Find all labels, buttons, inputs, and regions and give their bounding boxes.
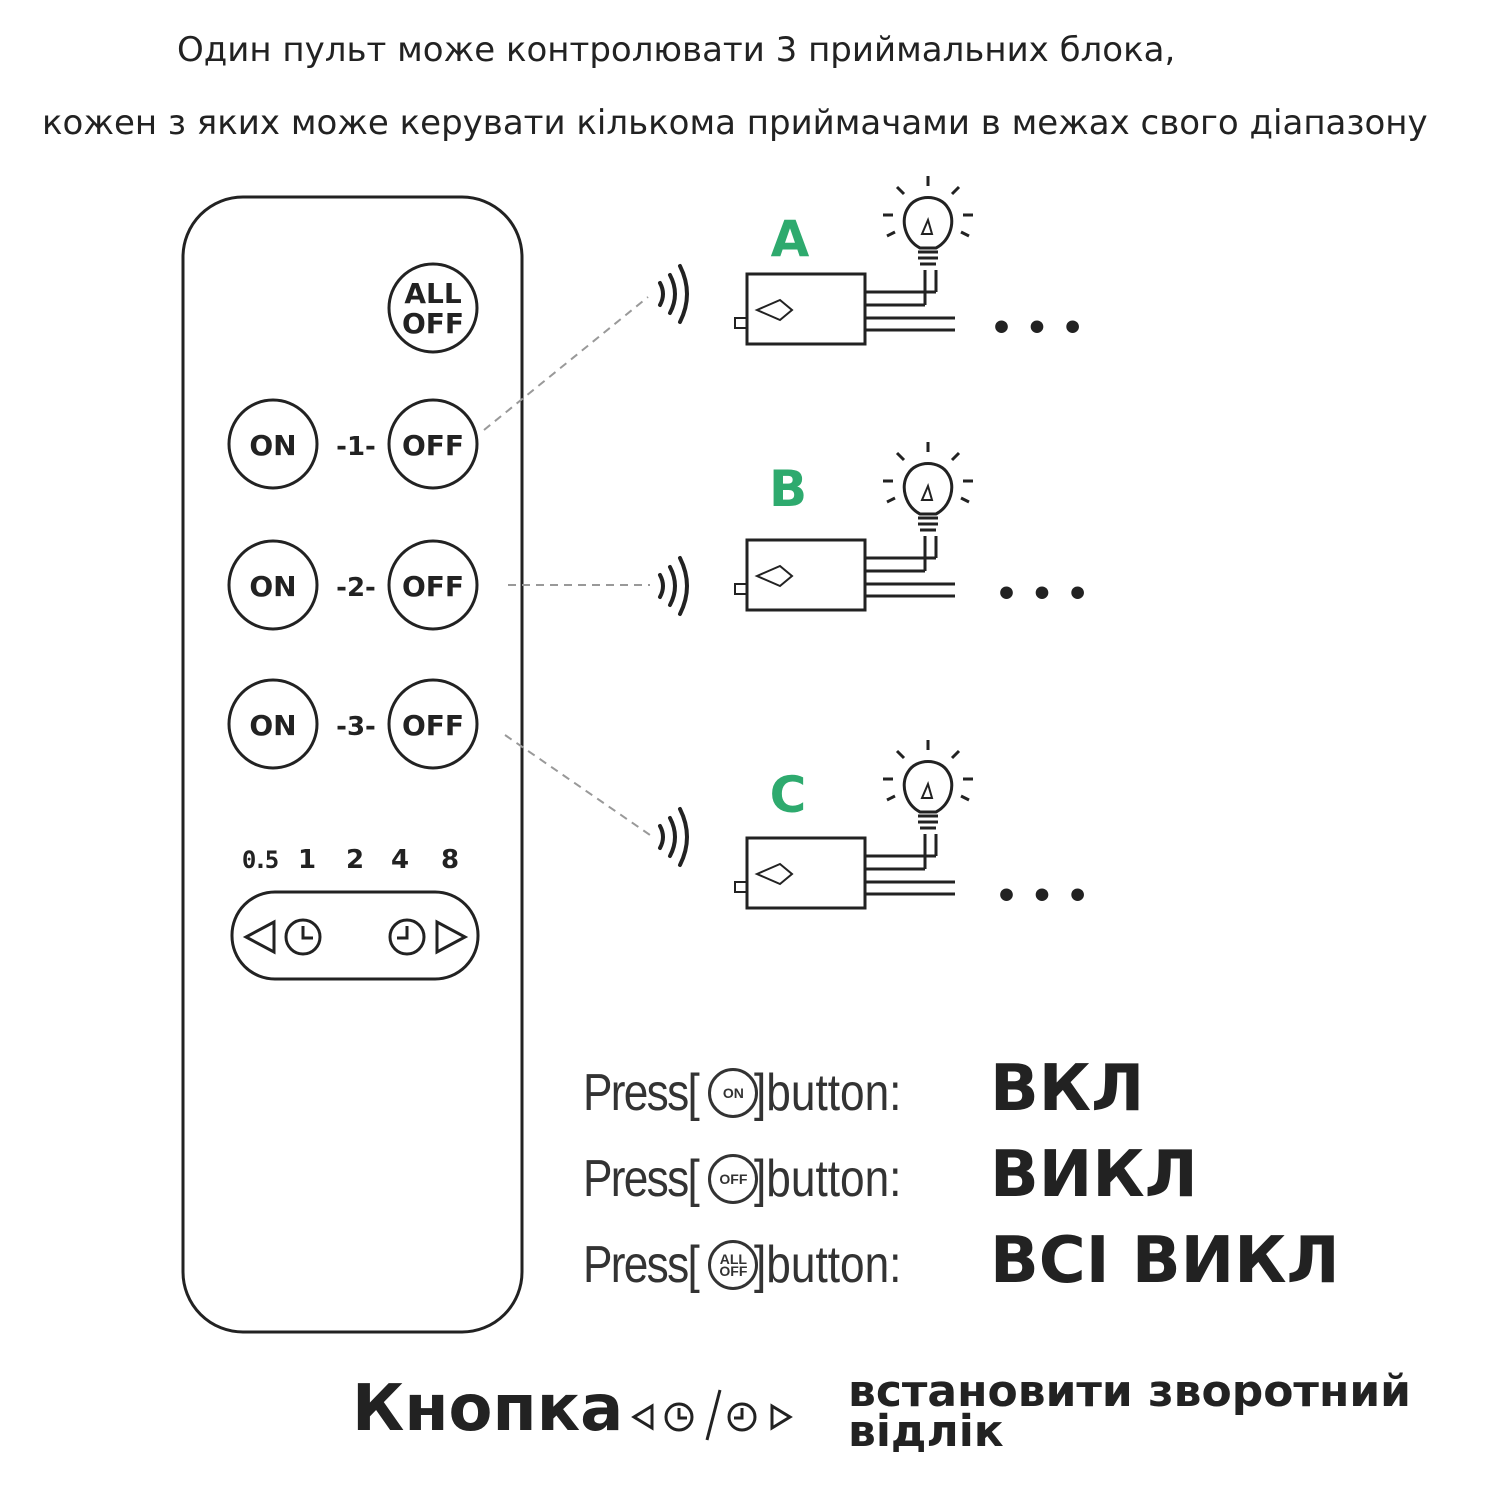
off-button-icon: OFF (708, 1154, 759, 1204)
receiver-a-more: • • • (990, 308, 1084, 349)
signal-line-c (504, 734, 651, 836)
channel-2-row: ON -2- OFF (227, 539, 479, 631)
all-off-button-icon: ALL OFF (708, 1240, 759, 1290)
wifi-signal-icon (658, 556, 689, 616)
legend-suffix: ]button: (754, 1150, 902, 1208)
diamond-icon (754, 298, 794, 322)
diamond-icon (754, 862, 794, 886)
clock-icon (388, 918, 426, 956)
countdown-buttons-icon (631, 1389, 793, 1441)
legend-suffix: ]button: (754, 1064, 902, 1122)
channel-1-on-button[interactable]: ON (227, 398, 319, 490)
countdown-description: встановити зворотний відлік (848, 1366, 1411, 1457)
channel-3-on-label: ON (249, 709, 296, 742)
channel-3-label: -3- (336, 712, 376, 742)
channel-1-label: -1- (336, 432, 376, 462)
timer-value-2: 2 (346, 845, 364, 875)
timer-value-4: 8 (441, 845, 459, 875)
channel-1-off-label: OFF (402, 429, 464, 462)
timer-value-1: 1 (298, 845, 316, 875)
receiver-b-letter: B (769, 460, 807, 518)
clock-icon (284, 918, 322, 956)
diamond-icon (754, 564, 794, 588)
signal-line-a (483, 296, 649, 431)
channel-3-row: ON -3- OFF (227, 678, 479, 770)
header-line-2: кожен з яких може керувати кількома прий… (42, 103, 1428, 143)
timer-values: 0.5 1 2 4 8 (242, 845, 459, 875)
legend-row-on: Press[ ON ]button: (583, 1058, 928, 1128)
channel-1-row: ON -1- OFF (227, 398, 479, 490)
lightbulb-icon (883, 740, 973, 830)
channel-2-off-button[interactable]: OFF (387, 539, 479, 631)
channel-3-off-label: OFF (402, 709, 464, 742)
all-off-label-2: OFF (402, 307, 464, 340)
receiver-b: B • • • (658, 442, 1089, 616)
legend-row-off: Press[ OFF ]button: (583, 1144, 928, 1214)
legend-suffix: ]button: (754, 1236, 902, 1294)
header-line-1: Один пульт може контролювати 3 приймальн… (177, 30, 1176, 70)
button-caption: Кнопка (352, 1372, 624, 1446)
receiver-c: C • • • (658, 740, 1089, 917)
legend-prefix: Press[ (583, 1236, 700, 1294)
triangle-left-icon (242, 919, 276, 955)
remote-body (181, 195, 524, 1334)
timer-pill (230, 890, 480, 981)
timer-value-0: 0.5 (242, 846, 278, 874)
legend-action-on: ВКЛ (990, 1052, 1145, 1126)
lightbulb-icon (883, 442, 973, 532)
channel-3-on-button[interactable]: ON (227, 678, 319, 770)
receiver-c-more: • • • (995, 876, 1089, 917)
wifi-signal-icon (658, 807, 689, 867)
timer-decrease-button[interactable] (242, 918, 322, 956)
legend-prefix: Press[ (583, 1064, 700, 1122)
timer-value-3: 4 (391, 845, 409, 875)
legend-prefix: Press[ (583, 1150, 700, 1208)
channel-3-off-button[interactable]: OFF (387, 678, 479, 770)
wifi-signal-icon (658, 264, 689, 324)
channel-2-off-label: OFF (402, 570, 464, 603)
channel-1-on-label: ON (249, 429, 296, 462)
lightbulb-icon (883, 176, 973, 266)
all-off-label-1: ALL (404, 277, 462, 310)
on-button-icon: ON (708, 1068, 759, 1118)
receiver-b-more: • • • (995, 574, 1089, 615)
triangle-right-icon (435, 919, 469, 955)
timer-increase-button[interactable] (388, 918, 469, 956)
legend-action-all-off: ВСІ ВИКЛ (990, 1224, 1340, 1298)
channel-2-on-button[interactable]: ON (227, 539, 319, 631)
receiver-c-letter: C (770, 766, 807, 824)
receiver-a: A • • • (658, 176, 1084, 349)
channel-1-off-button[interactable]: OFF (387, 398, 479, 490)
all-off-button[interactable]: ALL OFF (387, 262, 479, 354)
channel-2-on-label: ON (249, 570, 296, 603)
receiver-a-letter: A (771, 210, 810, 268)
channel-2-label: -2- (336, 573, 376, 603)
legend-action-off: ВИКЛ (990, 1138, 1198, 1212)
legend-row-all-off: Press[ ALL OFF ]button: (583, 1230, 928, 1300)
